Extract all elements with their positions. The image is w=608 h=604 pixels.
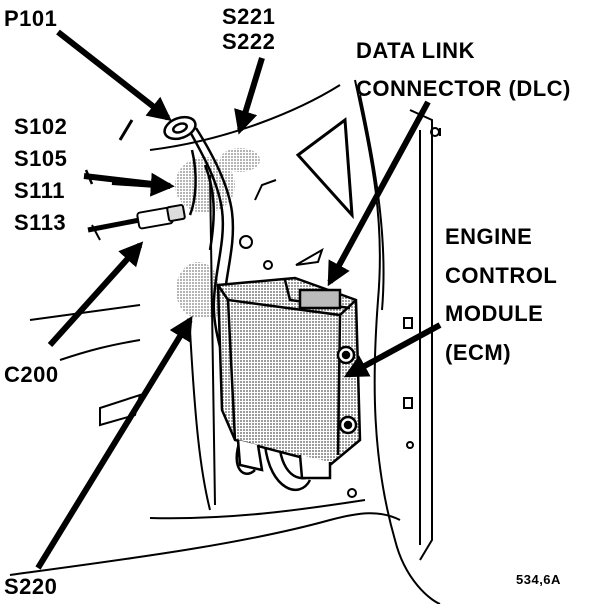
label-ecm-line1: ENGINE (445, 224, 533, 249)
label-s220: S220 (4, 574, 58, 599)
label-dlc-line2: CONNECTOR (DLC) (356, 76, 571, 101)
label-ecm-line2: CONTROL (445, 263, 558, 288)
label-s113: S113 (14, 210, 67, 235)
label-s102: S102 (14, 114, 68, 139)
arrow-s220 (35, 315, 193, 570)
p101-grommet (163, 115, 197, 141)
leader-arrows (35, 29, 442, 570)
label-s111: S111 (14, 178, 65, 203)
label-s221: S221 (222, 4, 276, 29)
arrow-ecm (343, 322, 442, 378)
ecm-box (216, 276, 362, 480)
arrow-p101 (56, 29, 172, 121)
c200-connector (87, 204, 186, 241)
label-ecm-line4: (ECM) (445, 340, 512, 365)
label-ecm-line3: MODULE (445, 301, 544, 326)
arrow-dlc (327, 100, 431, 287)
label-c200: C200 (4, 362, 59, 387)
figure-number: 534,6A (516, 572, 561, 587)
label-p101: P101 (4, 6, 58, 31)
label-s222: S222 (222, 29, 276, 54)
label-s105: S105 (14, 146, 68, 171)
label-dlc-line1: DATA LINK (356, 38, 475, 63)
arrow-s221-s222 (234, 57, 265, 135)
arrow-c200 (47, 241, 144, 348)
arrow-s102-s113 (111, 172, 175, 197)
